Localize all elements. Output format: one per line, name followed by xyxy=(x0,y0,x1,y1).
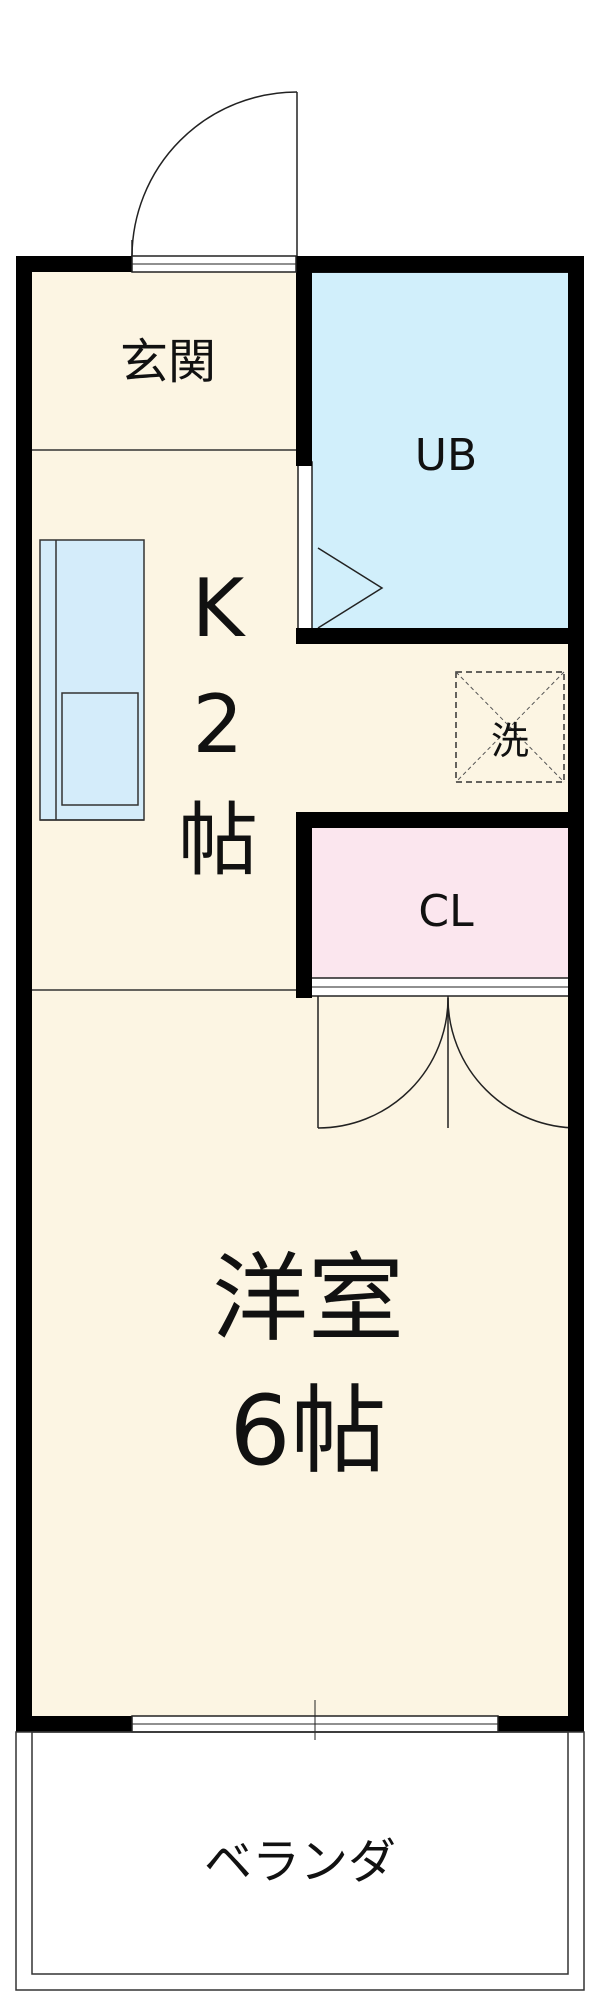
kitchen-type-label: K xyxy=(192,562,247,655)
bath-label: UB xyxy=(415,430,477,481)
kitchen-unit-label: 帖 xyxy=(178,794,258,887)
western-room-size-label: 6帖 xyxy=(229,1375,386,1487)
kitchen-counter xyxy=(39,539,145,821)
washer-label: 洗 xyxy=(491,719,529,763)
entrance-label: 玄関 xyxy=(120,334,216,390)
kitchen-size-label: 2 xyxy=(193,678,244,771)
washer-space xyxy=(455,671,565,783)
walls xyxy=(16,256,584,1732)
entrance-door xyxy=(131,91,298,262)
closet-label: CL xyxy=(418,886,474,937)
bath-door xyxy=(297,461,384,633)
balcony xyxy=(15,1731,585,1991)
western-room-type-label: 洋室 xyxy=(212,1243,404,1355)
closet-room xyxy=(310,828,582,978)
closet-doors xyxy=(317,996,579,1129)
balcony-window xyxy=(131,1700,499,1740)
balcony-label: ベランダ xyxy=(204,1834,396,1890)
